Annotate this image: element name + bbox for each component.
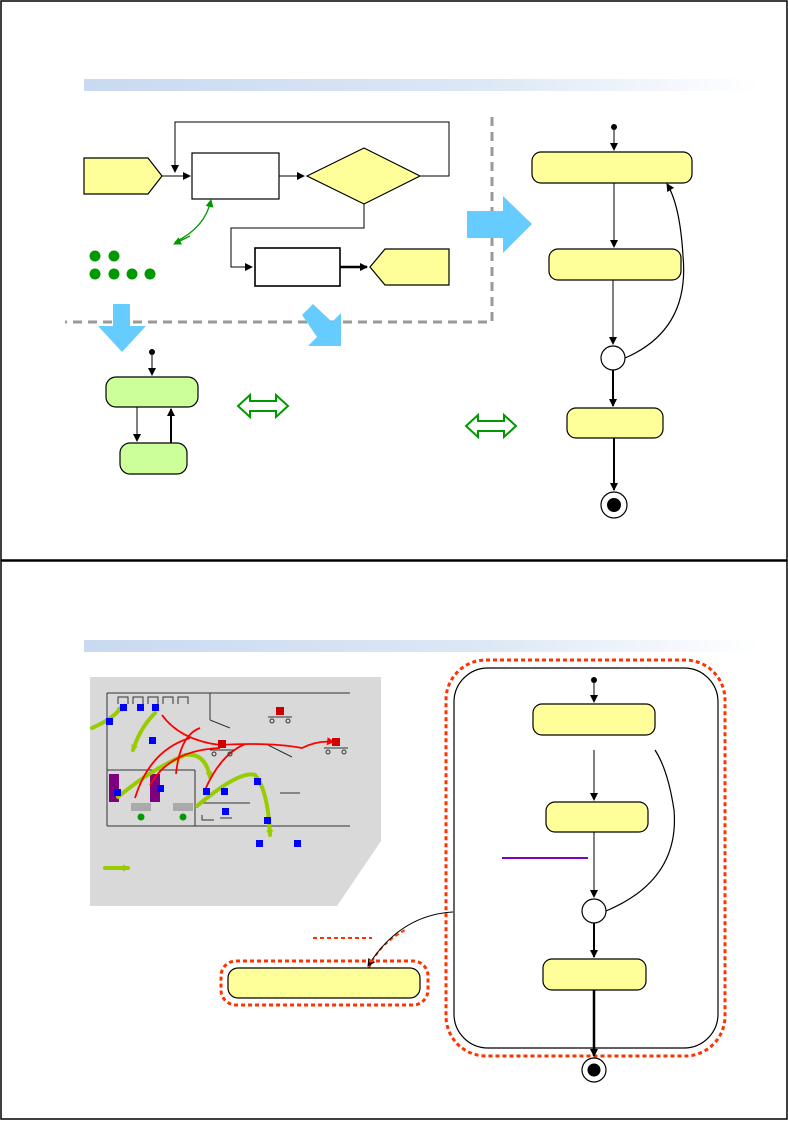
composite-highlight xyxy=(444,658,727,1058)
final-state-core xyxy=(587,1063,601,1077)
choice-pseudostate xyxy=(581,898,607,924)
flowchart-input xyxy=(83,157,163,195)
gray-block xyxy=(131,803,151,811)
state-1 xyxy=(532,703,656,736)
gray-block xyxy=(173,803,193,811)
transform-arrow-diagonal xyxy=(302,304,341,346)
green-dots xyxy=(89,250,156,280)
robot-markers xyxy=(210,707,348,757)
floorplan-walls xyxy=(106,692,350,827)
slide-top xyxy=(0,0,788,561)
final-state-core xyxy=(607,498,621,512)
transform-arrow-right xyxy=(467,196,532,253)
flowchart-subprocess xyxy=(254,247,341,287)
initial-state-dot xyxy=(149,349,155,355)
dashed-divider xyxy=(65,117,494,324)
slide-top-title-bar xyxy=(84,79,760,91)
equivalence-arrow xyxy=(464,412,518,440)
loop-transition xyxy=(624,183,685,359)
transform-arrow-down xyxy=(98,304,146,352)
equivalence-arrow xyxy=(236,392,290,420)
loop-transition xyxy=(605,749,676,912)
slide-bottom-title-bar xyxy=(84,640,760,652)
slide-bottom xyxy=(0,560,788,1120)
state-2 xyxy=(545,801,649,833)
purple-bar xyxy=(150,774,160,802)
state-machine-small xyxy=(105,349,199,475)
flow-edge xyxy=(230,204,365,271)
floorplan-background xyxy=(90,677,381,906)
callout-pointer xyxy=(367,911,454,967)
green-marker xyxy=(137,813,145,821)
green-link-arrow-tail xyxy=(173,235,191,245)
state-a xyxy=(105,376,199,408)
choice-pseudostate xyxy=(600,345,626,371)
green-marker xyxy=(179,813,187,821)
state-1 xyxy=(531,151,693,184)
state-3 xyxy=(542,958,647,991)
flow-loop-edge xyxy=(171,121,450,177)
flowchart xyxy=(83,121,450,287)
state-machine-large xyxy=(531,124,693,519)
initial-state-dot xyxy=(591,677,597,683)
state-b xyxy=(119,442,188,475)
state-2 xyxy=(548,248,682,281)
purple-bar xyxy=(109,774,119,802)
composite-state-machine xyxy=(444,658,727,1083)
person-markers xyxy=(106,704,301,847)
red-paths xyxy=(134,714,335,799)
floorplan xyxy=(90,677,381,906)
initial-state-dot xyxy=(611,124,617,130)
flowchart-output xyxy=(369,248,450,286)
state-3 xyxy=(566,407,664,439)
flowchart-process xyxy=(191,152,280,200)
callout-state xyxy=(227,967,421,999)
